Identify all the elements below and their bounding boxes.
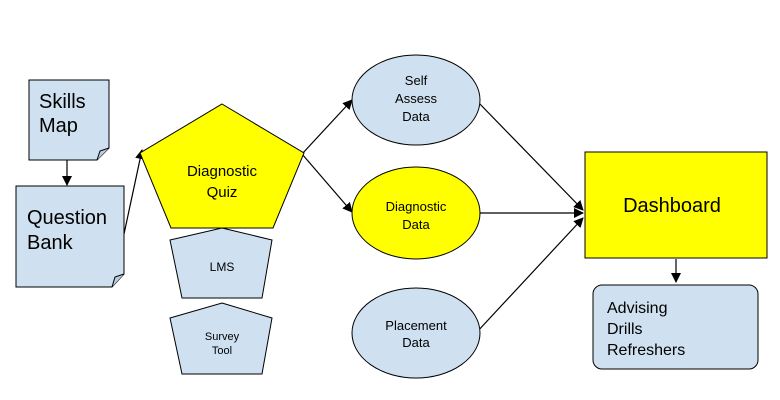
outcomes-node: Advising Drills Refreshers (592, 284, 759, 370)
diagnostic-quiz-label-1: Diagnostic (187, 163, 258, 180)
diagnostic-quiz-label-2: Quiz (207, 184, 238, 201)
lms-label: LMS (210, 260, 235, 274)
edge-quiz-to-diagnostic-data (301, 153, 353, 213)
edge-self-assess-to-dashboard (475, 99, 584, 211)
dashboard-node: Dashboard (584, 151, 768, 259)
placement-data-node: Placement Data (351, 287, 481, 379)
lms-node: LMS (169, 227, 273, 299)
edges (62, 99, 681, 334)
diagnostic-data-label-1: Diagnostic (386, 199, 447, 214)
skills-map-label-1: Skills (39, 91, 86, 113)
edge-placement-to-dashboard (475, 217, 584, 334)
diagnostic-data-label-2: Data (402, 217, 430, 232)
diagnostic-data-node: Diagnostic Data (351, 166, 481, 260)
self-assess-label-2: Assess (395, 91, 437, 106)
dashboard-label: Dashboard (623, 195, 721, 217)
skills-map-node: Skills Map (28, 79, 110, 161)
self-assess-label-1: Self (405, 73, 428, 88)
outcomes-label-drills: Drills (607, 321, 643, 338)
placement-data-label-1: Placement (385, 318, 447, 333)
outcomes-label-advising: Advising (607, 300, 667, 317)
survey-tool-label-1: Survey (205, 331, 240, 343)
outcomes-label-refreshers: Refreshers (607, 342, 685, 359)
self-assess-label-3: Data (402, 109, 430, 124)
self-assess-data-node: Self Assess Data (351, 54, 481, 146)
edge-question-to-quiz (123, 149, 146, 235)
skills-map-label-2: Map (39, 115, 78, 137)
edge-quiz-to-self-assess (301, 99, 353, 155)
diagnostic-quiz-node: Diagnostic Quiz (139, 103, 305, 229)
placement-data-label-2: Data (402, 335, 430, 350)
question-bank-label-2: Bank (27, 232, 74, 254)
survey-tool-label-2: Tool (212, 345, 232, 357)
question-bank-node: Question Bank (15, 185, 125, 288)
question-bank-label-1: Question (27, 207, 107, 229)
survey-tool-node: Survey Tool (169, 302, 273, 375)
